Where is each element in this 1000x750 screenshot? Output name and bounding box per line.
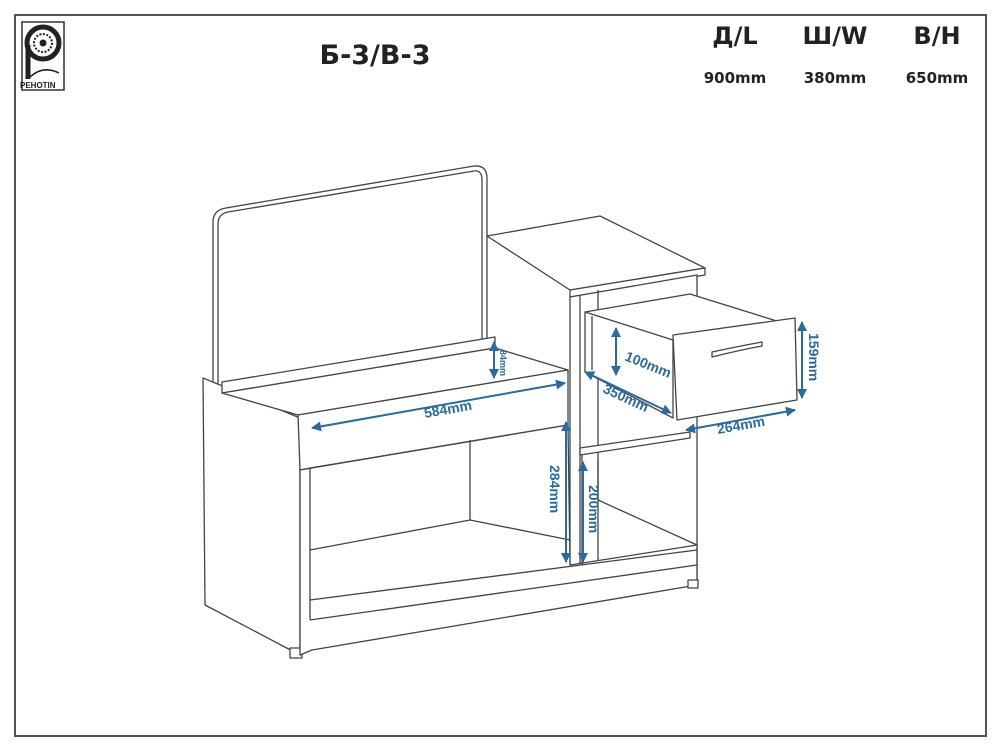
backrest xyxy=(212,165,488,391)
logo-text: PEHOTIN xyxy=(20,81,56,90)
product-title: Б-3/В-3 xyxy=(319,40,431,71)
width-label: Ш/W xyxy=(802,22,868,50)
tower-shelf xyxy=(579,431,691,456)
length-label: Д/L xyxy=(712,22,758,50)
dim-264 xyxy=(685,406,796,434)
width-value: 380mm xyxy=(803,69,867,87)
dim-200-label: 200mm xyxy=(586,485,602,533)
dim-284-label: 284mm xyxy=(547,465,563,513)
dim-584 xyxy=(311,379,566,432)
drawer-handle xyxy=(711,341,763,358)
length-value: 900mm xyxy=(703,69,767,87)
dim-84-label: 84mm xyxy=(498,350,508,376)
dim-350 xyxy=(584,371,672,414)
drawer-front xyxy=(672,317,798,421)
dim-264-label: 264mm xyxy=(716,413,766,437)
height-value: 650mm xyxy=(905,69,969,87)
height-label: В/Н xyxy=(913,22,961,50)
bench-side xyxy=(202,377,301,656)
drawing-frame xyxy=(14,14,987,737)
rehotin-logo xyxy=(21,21,65,91)
dim-159-label: 159mm xyxy=(806,333,822,381)
